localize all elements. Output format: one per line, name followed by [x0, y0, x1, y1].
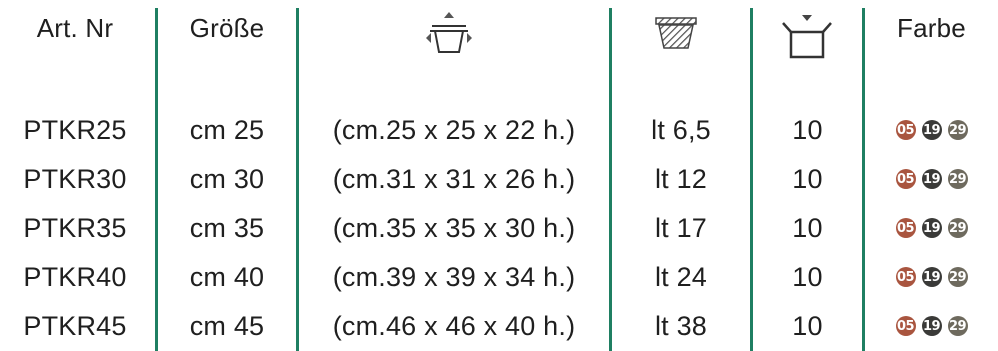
cell-dimensions: (cm.25 x 25 x 22 h.) — [332, 114, 576, 145]
cell-art-nr: PTKR40 — [23, 261, 127, 292]
color-swatch: 29 — [947, 120, 968, 140]
color-swatch: 19 — [921, 218, 942, 238]
cell-size: cm 40 — [189, 261, 265, 292]
color-swatch: 29 — [947, 316, 968, 336]
cell-dimensions: (cm.46 x 46 x 40 h.) — [332, 310, 576, 341]
color-swatch: 05 — [895, 120, 916, 140]
color-swatch: 19 — [921, 120, 942, 140]
color-swatch: 05 — [895, 218, 916, 238]
color-swatch: 29 — [947, 169, 968, 189]
column-divider — [750, 8, 753, 351]
column-divider — [155, 8, 158, 351]
cell-dimensions: (cm.39 x 39 x 34 h.) — [332, 261, 576, 292]
column-divider — [609, 8, 612, 351]
cell-size: cm 30 — [189, 163, 265, 194]
header-groesse: Größe — [189, 12, 265, 43]
pot-dimensions-icon — [399, 10, 499, 60]
pot-volume-icon — [636, 10, 716, 60]
column-divider — [862, 8, 865, 351]
cell-size: cm 25 — [189, 114, 265, 145]
color-swatch: 19 — [921, 169, 942, 189]
cell-size: cm 35 — [189, 212, 265, 243]
cell-art-nr: PTKR35 — [23, 212, 127, 243]
box-quantity-icon — [772, 10, 842, 60]
cell-quantity: 10 — [792, 310, 823, 341]
cell-volume: lt 38 — [654, 310, 708, 341]
cell-volume: lt 6,5 — [651, 114, 711, 145]
cell-quantity: 10 — [792, 212, 823, 243]
cell-volume: lt 24 — [654, 261, 708, 292]
header-farbe: Farbe — [897, 12, 966, 43]
column-divider — [296, 8, 299, 351]
cell-art-nr: PTKR25 — [23, 114, 127, 145]
header-art-nr: Art. Nr — [36, 12, 114, 43]
cell-size: cm 45 — [189, 310, 265, 341]
cell-dimensions: (cm.31 x 31 x 26 h.) — [332, 163, 576, 194]
color-swatch: 29 — [947, 218, 968, 238]
cell-volume: lt 17 — [654, 212, 708, 243]
color-swatch: 05 — [895, 316, 916, 336]
cell-volume: lt 12 — [654, 163, 708, 194]
color-swatch: 19 — [921, 316, 942, 336]
cell-dimensions: (cm.35 x 35 x 30 h.) — [332, 212, 576, 243]
cell-art-nr: PTKR30 — [23, 163, 127, 194]
cell-art-nr: PTKR45 — [23, 310, 127, 341]
cell-quantity: 10 — [792, 163, 823, 194]
color-swatch: 05 — [895, 267, 916, 287]
color-swatch: 29 — [947, 267, 968, 287]
cell-quantity: 10 — [792, 261, 823, 292]
color-swatch: 19 — [921, 267, 942, 287]
color-swatch: 05 — [895, 169, 916, 189]
cell-quantity: 10 — [792, 114, 823, 145]
